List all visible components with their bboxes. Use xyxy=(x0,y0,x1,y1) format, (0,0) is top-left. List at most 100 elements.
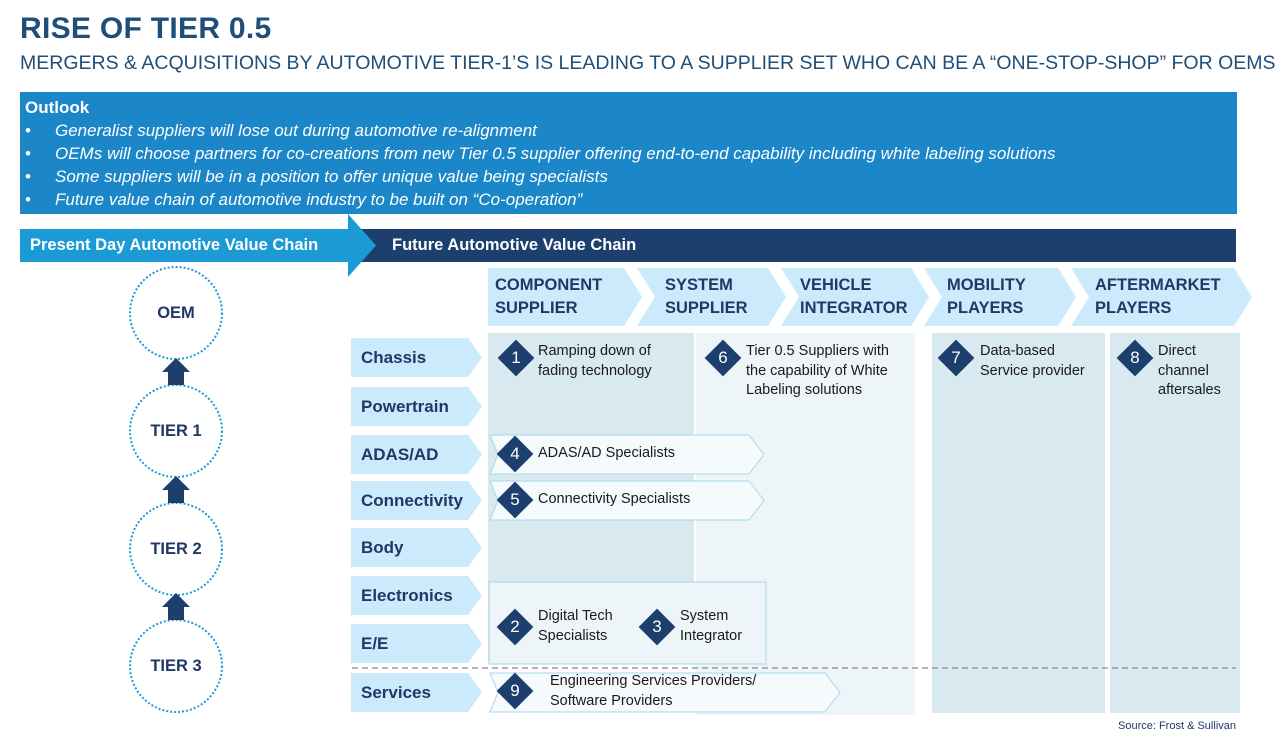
column-header-system: SYSTEM SUPPLIER xyxy=(665,274,748,320)
row-label-connectivity: Connectivity xyxy=(361,491,464,510)
callout-line: Software Providers xyxy=(550,692,673,709)
row-chevron-ee xyxy=(351,624,482,663)
callout-diamond xyxy=(1116,339,1154,377)
row-label-electronics: Electronics xyxy=(361,586,453,605)
callout-line: Connectivity Specialists xyxy=(538,491,691,507)
services-arrow-box xyxy=(489,672,841,713)
chain-oem-label: OEM xyxy=(157,304,195,322)
row-chevron-services xyxy=(351,673,482,712)
callout-line: Integrator xyxy=(680,627,743,644)
present-chain-band xyxy=(20,214,376,277)
outlook-item: • Generalist suppliers will lose out duri… xyxy=(25,121,537,141)
source-note: Source: Frost & Sullivan xyxy=(1118,720,1236,732)
column-header-line: AFTERMARKET xyxy=(1095,276,1221,294)
row-label-powertrain: Powertrain xyxy=(361,397,449,416)
callout-number: 7 xyxy=(951,348,961,367)
callout-line: System xyxy=(680,608,729,624)
column-header-line: SYSTEM xyxy=(665,276,733,294)
callout-number: 5 xyxy=(510,490,520,509)
callout-diamond xyxy=(496,435,534,473)
callout-line: aftersales xyxy=(1158,382,1221,398)
bullet: • xyxy=(25,121,31,140)
up-arrow-icon xyxy=(162,593,190,620)
callout-line: Ramping down of xyxy=(538,343,651,359)
callout-line: Labeling solutions xyxy=(746,382,863,398)
column-header-line: SUPPLIER xyxy=(495,299,578,317)
callout-diamond xyxy=(704,339,742,377)
outlook-heading: Outlook xyxy=(25,98,90,117)
callout-line: Specialists xyxy=(538,627,608,644)
outlook-item-text: Future value chain of automotive industr… xyxy=(55,190,583,209)
header-chevron-mobility xyxy=(924,268,1076,326)
row-chevron-powertrain xyxy=(351,387,482,426)
column-header-aftermarket: AFTERMARKET PLAYERS xyxy=(1095,274,1221,320)
future-chain-band: Future Automotive Value Chain xyxy=(360,229,1236,262)
bullet: • xyxy=(25,190,31,209)
aftermarket-column-bg xyxy=(1110,333,1240,713)
callout-text: Tier 0.5 Suppliers with the capability o… xyxy=(746,342,889,401)
header-chevron-vehicle xyxy=(781,268,929,326)
column-header-line: MOBILITY xyxy=(947,276,1026,294)
callout-number: 8 xyxy=(1130,348,1140,367)
callout-line: fading technology xyxy=(538,362,652,379)
column-header-vehicle: VEHICLE INTEGRATOR xyxy=(800,274,908,320)
callout-number: 3 xyxy=(652,617,662,636)
column-header-mobility: MOBILITY PLAYERS xyxy=(947,274,1026,320)
callout-diamond xyxy=(638,608,676,646)
outlook-item: •Some suppliers will be in a position to… xyxy=(25,167,608,187)
callout-line: ADAS/AD Specialists xyxy=(538,445,675,461)
header-chevron-component xyxy=(488,268,642,326)
row-label-adas: ADAS/AD xyxy=(361,445,439,464)
callout-text: Digital Tech Specialists xyxy=(538,607,613,646)
callout-line: Digital Tech xyxy=(538,608,613,624)
mobility-column-bg xyxy=(932,333,1105,713)
callout-diamond xyxy=(496,481,534,519)
digital-tech-box xyxy=(488,581,767,665)
outlook-item-text: Some suppliers will be in a position to … xyxy=(55,167,608,186)
row-label-body: Body xyxy=(361,538,404,557)
callout-text: Connectivity Specialists xyxy=(538,490,690,510)
chain-tier1-label: TIER 1 xyxy=(150,422,202,440)
callout-text: ADAS/AD Specialists xyxy=(538,444,675,464)
column-header-line: SUPPLIER xyxy=(665,299,748,317)
callout-line: channel xyxy=(1158,362,1209,379)
outlook-item: • OEMs will choose partners for co-creati… xyxy=(25,144,1056,164)
up-arrow-icon xyxy=(162,476,190,503)
callout-line: the capability of White xyxy=(746,362,888,379)
column-header-line: PLAYERS xyxy=(947,299,1024,317)
outlook-item-text: Generalist suppliers will lose out durin… xyxy=(55,121,537,140)
callout-diamond xyxy=(497,339,535,377)
callout-line: Direct xyxy=(1158,343,1196,359)
callout-line: Service provider xyxy=(980,362,1085,379)
callout-line: Data-based xyxy=(980,343,1055,359)
row-chevron-electronics xyxy=(351,576,482,615)
bullet: • xyxy=(25,144,31,163)
header-chevron-aftermarket xyxy=(1071,268,1252,326)
callout-text: Data-based Service provider xyxy=(980,342,1085,381)
up-arrow-icon xyxy=(162,358,190,385)
column-header-component: COMPONENT SUPPLIER xyxy=(495,274,602,320)
callout-diamond xyxy=(937,339,975,377)
callout-diamond xyxy=(496,608,534,646)
column-header-line: INTEGRATOR xyxy=(800,299,908,317)
callout-number: 1 xyxy=(511,348,521,367)
row-label-services: Services xyxy=(361,683,431,702)
outlook-item: • Future value chain of automotive indust… xyxy=(25,190,582,210)
callout-number: 6 xyxy=(718,348,728,367)
header-chevron-system xyxy=(637,268,786,326)
page-title: RISE OF TIER 0.5 xyxy=(20,12,272,45)
callout-text: Engineering Services Providers/ Software… xyxy=(550,672,756,711)
present-chain-label: Present Day Automotive Value Chain xyxy=(30,236,319,254)
chain-tier3-label: TIER 3 xyxy=(150,657,202,675)
row-label-chassis: Chassis xyxy=(361,348,427,367)
callout-text: Ramping down of fading technology xyxy=(538,342,652,381)
callout-text: Direct channel aftersales xyxy=(1158,342,1221,401)
row-label-ee: E/E xyxy=(361,634,389,653)
outlook-box: Outlook • Generalist suppliers will lose … xyxy=(20,92,1237,214)
callout-diamond xyxy=(496,672,534,710)
callout-text: System Integrator xyxy=(680,607,742,646)
outlook-item-text: OEMs will choose partners for co-creatio… xyxy=(55,144,1056,163)
callout-line: Engineering Services Providers/ xyxy=(550,673,757,689)
page-subtitle: MERGERS & ACQUISITIONS BY AUTOMOTIVE TIE… xyxy=(20,52,1276,74)
